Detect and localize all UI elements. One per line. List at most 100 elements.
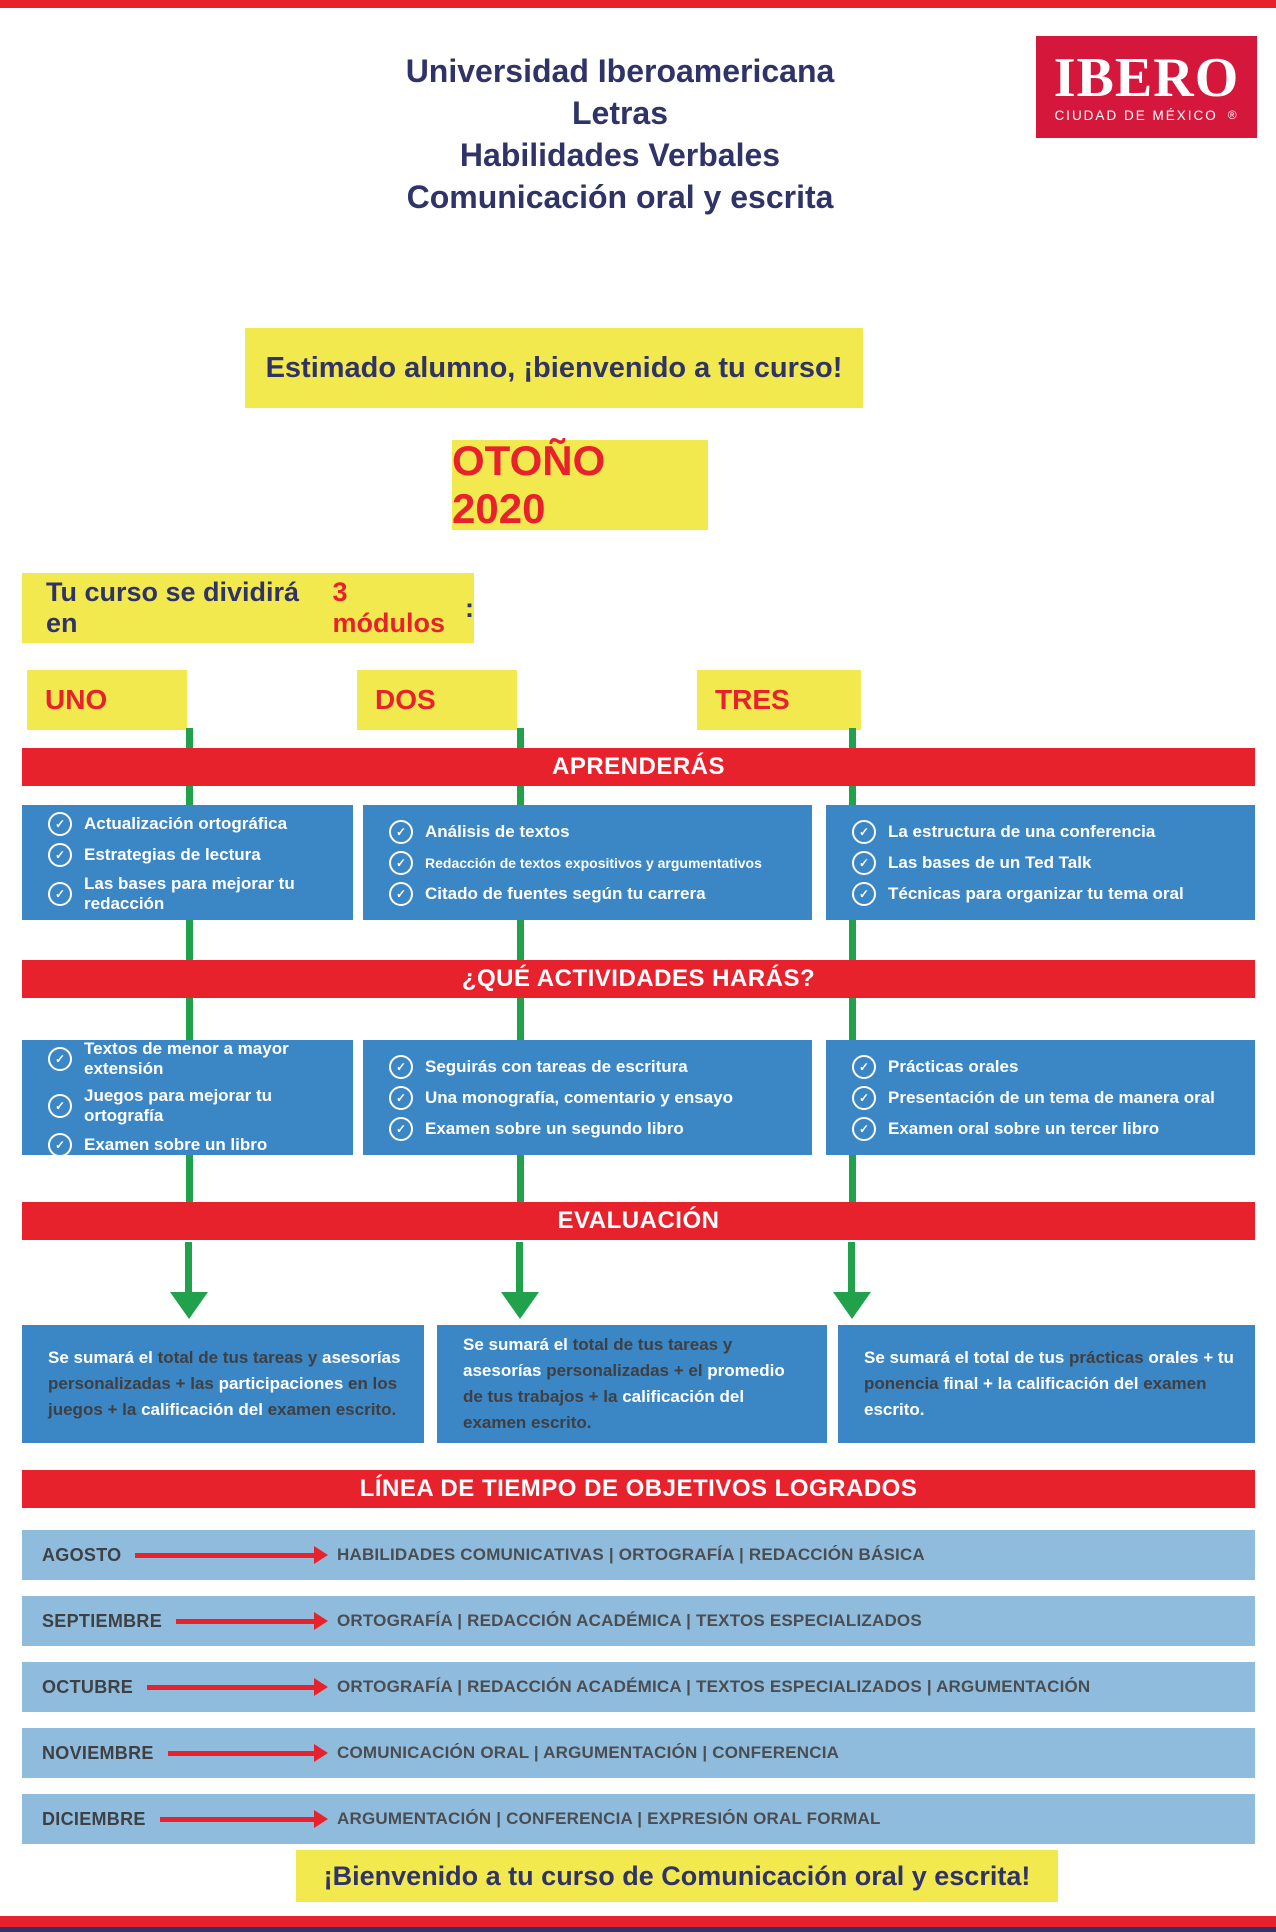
list-item-label: Juegos para mejorar tu ortografía [84,1085,273,1125]
arrow-down-icon [501,1242,539,1320]
list-item-label: Estrategias de lectura [84,844,261,864]
bottom-navy-border [0,1927,1276,1932]
evaluation-segment: ponencia [864,1374,944,1393]
evaluation-segment: participaciones [218,1374,348,1393]
evaluation-segment: Se sumará el [48,1348,158,1367]
check-circle-icon: ✓ [389,1116,413,1141]
welcome-banner: Estimado alumno, ¡bienvenido a tu curso! [245,328,863,408]
check-circle-icon: ✓ [389,819,413,844]
check-circle-icon: ✓ [852,850,876,875]
arrow-down-icon [170,1242,208,1320]
check-circle-icon: ✓ [389,1085,413,1110]
list-item: ✓Las bases para mejorar tu redacción [48,874,339,914]
timeline-month: NOVIEMBRE [42,1742,154,1763]
modules-intro-suffix: : [465,592,474,623]
timeline-row-noviembre: NOVIEMBRE COMUNICACIÓN ORAL | ARGUMENTAC… [22,1728,1255,1778]
list-item-label: Análisis de textos [425,821,570,841]
connector-line [849,728,856,750]
timeline-row-agosto: AGOSTO HABILIDADES COMUNICATIVAS | ORTOG… [22,1530,1255,1580]
connector-line [849,786,856,807]
module-header-tres: TRES [697,670,861,730]
title-line-program: Habilidades Verbales [459,137,781,173]
arrow-right-icon [135,1546,328,1564]
list-item-label: Redacción de textos expositivos y argume… [425,854,762,871]
modules-intro-banner: Tu curso se dividirá en 3 módulos : [22,573,474,643]
list-item-label: Examen sobre un libro [84,1134,268,1154]
evaluation-text: Se sumará el total de tus prácticas oral… [864,1345,1241,1423]
check-circle-icon: ✓ [852,1116,876,1141]
evaluation-segment: Se sumará el [463,1335,573,1354]
list-item: ✓ Prácticas orales [852,1054,1241,1079]
section-band-evaluation: EVALUACIÓN [22,1202,1255,1240]
timeline-month: DICIEMBRE [42,1808,146,1829]
activities-box-tres: ✓Prácticas orales ✓Presentación de un te… [826,1040,1255,1155]
evaluation-segment: calificación del [622,1387,745,1406]
top-red-border [0,0,1276,8]
evaluation-segment: asesorías [463,1361,547,1380]
list-item: ✓ Análisis de textos [389,819,798,844]
check-circle-icon: ✓ [852,819,876,844]
connector-line [517,786,524,807]
timeline-objectives: ARGUMENTACIÓN | CONFERENCIA | EXPRESIÓN … [337,1809,881,1828]
evaluation-segment: total de tus tareas y [157,1348,323,1367]
activities-box-uno: ✓Textos de menor a mayor extensión ✓Jueg… [22,1039,353,1157]
learn-box-dos: ✓Análisis de textos ✓Redacción de textos… [363,805,812,920]
timeline-row-diciembre: DICIEMBRE ARGUMENTACIÓN | CONFERENCIA | … [22,1794,1255,1844]
timeline-row-left: OCTUBRE [42,1677,337,1698]
list-item-label: Una monografía, comentario y ensayo [425,1087,733,1107]
ibero-logo: IBERO CIUDAD DE MÉXICO ® [1036,36,1257,138]
arrow-down-icon [833,1242,871,1320]
evaluation-segment: asesorías [322,1348,401,1367]
evaluation-segment: examen escrito. [463,1413,592,1432]
evaluation-box-dos: Se sumará el total de tus tareas y aseso… [437,1325,827,1443]
check-circle-icon: ✓ [852,1054,876,1079]
learn-box-uno: ✓Actualización ortográfica ✓ Estrategias … [22,805,353,920]
evaluation-segment: promedio [707,1361,785,1380]
evaluation-segment: calificación del [141,1400,268,1419]
evaluation-text: Se sumará el total de tus tareas y aseso… [463,1332,813,1436]
evaluation-segment: en los juegos + la [48,1374,398,1419]
timeline-objectives: COMUNICACIÓN ORAL | ARGUMENTACIÓN | CONF… [337,1743,840,1762]
evaluation-segment: total de tus tareas y [572,1335,733,1354]
list-item: ✓ Una monografía, comentario y ensayo [389,1085,798,1110]
module-header-uno: UNO [27,670,187,730]
list-item-label: Examen sobre un segundo libro [425,1118,684,1138]
list-item: ✓Examen sobre un libro [48,1132,339,1157]
list-item: ✓ Examen sobre un segundo libro [389,1116,798,1141]
title-line-course: Comunicación oral y escrita [406,179,834,215]
list-item: ✓Examen oral sobre un tercer libro [852,1116,1241,1141]
list-item: ✓Presentación de un tema de manera oral [852,1085,1241,1110]
list-item-label: Prácticas orales [888,1056,1019,1076]
title-line-department: Letras [571,95,669,131]
evaluation-segment: examen escrito. [267,1400,397,1419]
module-header-dos: DOS [357,670,517,730]
learn-box-tres: ✓La estructura de una conferencia ✓Las b… [826,805,1255,920]
list-item-label: Seguirás con tareas de escritura [425,1056,688,1076]
page-title: Universidad Iberoamericana Letras Habili… [265,50,975,218]
section-band-learn: APRENDERÁS [22,748,1255,786]
evaluation-segment: personalizadas + las [48,1374,219,1393]
evaluation-segment: prácticas [1069,1348,1149,1367]
list-item: ✓Citado de fuentes según tu carrera [389,881,798,906]
check-circle-icon: ✓ [852,881,876,906]
list-item-label: Presentación de un tema de manera oral [888,1087,1215,1107]
timeline-month: SEPTIEMBRE [42,1610,163,1631]
list-item-label: Técnicas para organizar tu tema oral [888,883,1184,903]
title-line-university: Universidad Iberoamericana [405,53,835,89]
list-item: ✓Redacción de textos expositivos y argum… [389,850,798,875]
check-circle-icon: ✓ [389,1054,413,1079]
term-banner: OTOÑO 2020 [452,437,708,532]
list-item: ✓Las bases de un Ted Talk [852,850,1241,875]
timeline-objectives: HABILIDADES COMUNICATIVAS | ORTOGRAFÍA |… [337,1545,925,1564]
timeline-row-left: AGOSTO [42,1545,337,1566]
evaluation-segment: personalizadas + el [546,1361,708,1380]
connector-line [186,728,193,750]
registered-trademark-icon: ® [1227,108,1239,122]
timeline-row-left: DICIEMBRE [42,1809,337,1830]
list-item: ✓ Seguirás con tareas de escritura [389,1054,798,1079]
check-circle-icon: ✓ [48,842,72,867]
connector-line [186,786,193,807]
check-circle-icon: ✓ [389,881,413,906]
list-item: ✓Actualización ortográfica [48,811,339,836]
